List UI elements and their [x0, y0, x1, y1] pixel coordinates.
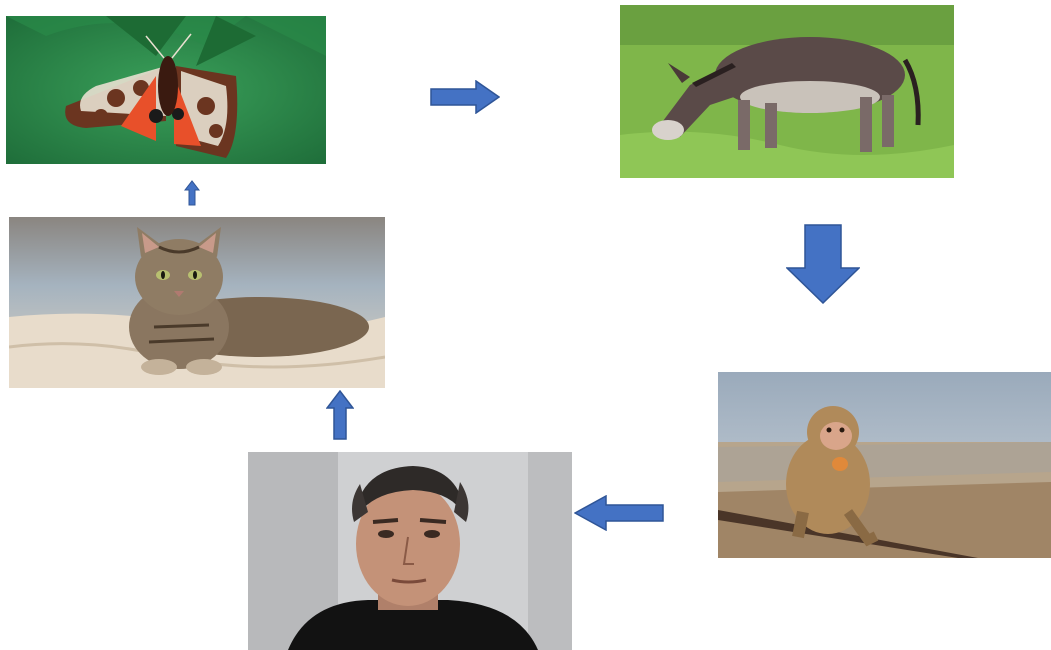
arrow-right-icon: [430, 80, 500, 114]
arrow-left-icon: [574, 495, 664, 531]
man-portrait-photo: [248, 452, 572, 650]
monkey-photo: [718, 372, 1051, 558]
donkey-photo: [620, 5, 954, 178]
arrow-down-icon: [786, 224, 860, 304]
arrow-up-small-icon: [184, 180, 200, 206]
moth-photo: [6, 16, 326, 164]
cat-photo: [9, 217, 385, 388]
arrow-up-icon: [326, 390, 354, 440]
